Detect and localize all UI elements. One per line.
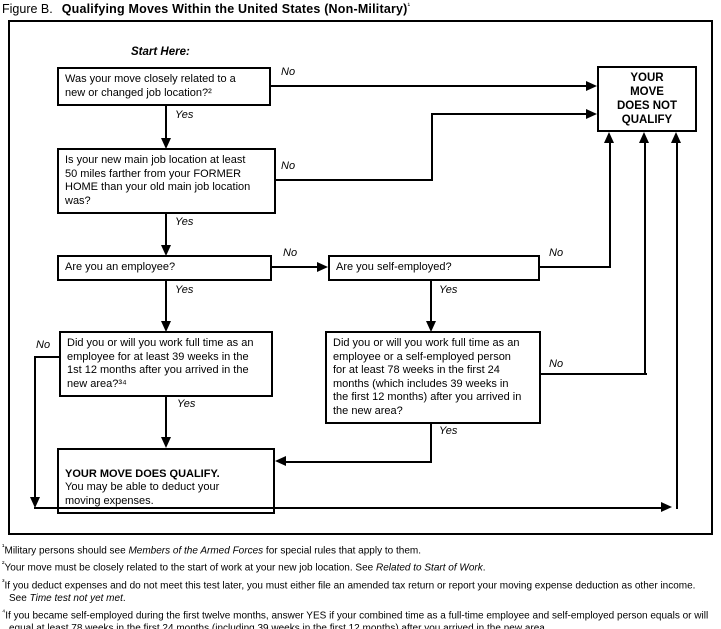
edge-label-q4-no: No — [549, 247, 564, 259]
figure-label: Figure B. — [2, 2, 53, 17]
connector-q4-no-vertical — [609, 140, 611, 268]
footnote-1-text: Military persons should see — [4, 545, 129, 557]
edge-label-q2-no: No — [281, 160, 296, 172]
box-move-related-to-job: Was your move closely related to a new o… — [57, 67, 271, 106]
arrowhead-q6-no — [639, 132, 649, 143]
edge-label-q3-no: No — [283, 247, 298, 259]
footnote-1-text-end: for special rules that apply to them. — [263, 545, 421, 557]
edge-label-q4-yes: Yes — [439, 284, 458, 296]
connector-q6-yes-vertical — [430, 422, 432, 463]
footnote-3-text-end: . — [122, 592, 126, 604]
connector-q3-yes — [165, 281, 167, 322]
connector-q6-no-vertical — [644, 140, 646, 375]
edge-label-q1-no: No — [281, 66, 296, 78]
footnote-4-text: If you became self-employed during the f… — [5, 610, 709, 629]
edge-label-q1-yes: Yes — [175, 109, 194, 121]
footnote-1-italic: Members of the Armed Forces — [128, 545, 264, 557]
footnotes: ¹Military persons should see Members of … — [2, 540, 716, 629]
footnote-2: ²Your move must be closely related to th… — [2, 557, 716, 574]
box-move-does-not-qualify: YOUR MOVE DOES NOT QUALIFY — [597, 66, 697, 132]
connector-q1-no — [270, 85, 586, 87]
connector-q2-no-vertical — [431, 113, 433, 181]
footnote-4-marker: ⁴ — [2, 606, 6, 616]
footnote-2-text: Your move must be closely related to the… — [4, 562, 376, 574]
connector-q2-yes — [165, 212, 167, 246]
edge-label-q5-no: No — [36, 339, 51, 351]
edge-label-q2-yes: Yes — [175, 216, 194, 228]
arrowhead-q4-no — [604, 132, 614, 143]
qualify-heading: YOUR MOVE DOES QUALIFY. — [65, 467, 220, 480]
arrowhead-right-up — [671, 132, 681, 143]
connector-right-vertical-to-not-qualify — [676, 140, 678, 509]
box-are-you-employee: Are you an employee? — [57, 255, 272, 281]
footnote-2-italic: Related to Start of Work — [376, 562, 483, 574]
arrowhead-bottom-right — [661, 502, 672, 512]
connector-q5-yes — [165, 397, 167, 439]
edge-label-q3-yes: Yes — [175, 284, 194, 296]
footnote-2-text-end: . — [482, 562, 486, 574]
arrowhead-q1-yes — [161, 138, 171, 149]
arrowhead-q5-yes — [161, 437, 171, 448]
footnote-3-text: If you deduct expenses and do not meet t… — [4, 579, 696, 604]
footnote-4: ⁴If you became self-employed during the … — [2, 605, 716, 629]
edge-label-q6-no: No — [549, 358, 564, 370]
box-78-week-test: Did you or will you work full time as an… — [325, 331, 541, 424]
figure-title: Figure B. Qualifying Moves Within the Uni… — [2, 1, 410, 16]
connector-q2-no-horizontal — [275, 179, 433, 181]
connector-q5-no-vertical — [34, 356, 36, 500]
connector-q2-no-to-not-qualify — [431, 113, 586, 115]
box-are-you-self-employed: Are you self-employed? — [328, 255, 540, 281]
edge-label-q6-yes: Yes — [439, 425, 458, 437]
connector-bottom-horizontal — [34, 507, 662, 509]
connector-q3-no — [272, 266, 318, 268]
qualify-body: You may be able to deduct your moving ex… — [65, 481, 220, 507]
connector-q4-yes — [430, 281, 432, 322]
arrowhead-q2-no — [586, 109, 597, 119]
footnote-3-italic: Time test not yet met — [29, 592, 123, 604]
figure-title-text: Qualifying Moves Within the United State… — [61, 2, 408, 17]
footnote-3-marker: ³ — [2, 576, 5, 586]
arrowhead-q3-yes — [161, 321, 171, 332]
box-50-mile-test: Is your new main job location at least 5… — [57, 148, 276, 214]
box-39-week-test: Did you or will you work full time as an… — [59, 331, 273, 397]
start-here-label: Start Here: — [131, 46, 190, 58]
edge-label-q5-yes: Yes — [177, 398, 196, 410]
arrowhead-q5-no-down — [30, 497, 40, 508]
footnote-1-marker: ¹ — [2, 542, 5, 551]
box-move-qualifies: YOUR MOVE DOES QUALIFY.You may be able t… — [57, 448, 275, 514]
arrowhead-q6-yes — [275, 456, 286, 466]
footnote-3: ³If you deduct expenses and do not meet … — [2, 575, 716, 605]
footnote-2-marker: ² — [2, 559, 5, 569]
connector-q5-no-horizontal — [35, 356, 61, 358]
figure-title-footnote-marker: ¹ — [407, 1, 411, 10]
arrowhead-q3-no — [317, 262, 328, 272]
connector-q6-no-horizontal — [541, 373, 647, 375]
connector-q4-no-horizontal — [540, 266, 611, 268]
connector-q1-yes — [165, 106, 167, 140]
arrowhead-q4-yes — [426, 321, 436, 332]
footnote-1: ¹Military persons should see Members of … — [2, 540, 716, 557]
arrowhead-q1-no — [586, 81, 597, 91]
arrowhead-q2-yes — [161, 245, 171, 256]
connector-q6-yes-horizontal — [286, 461, 432, 463]
